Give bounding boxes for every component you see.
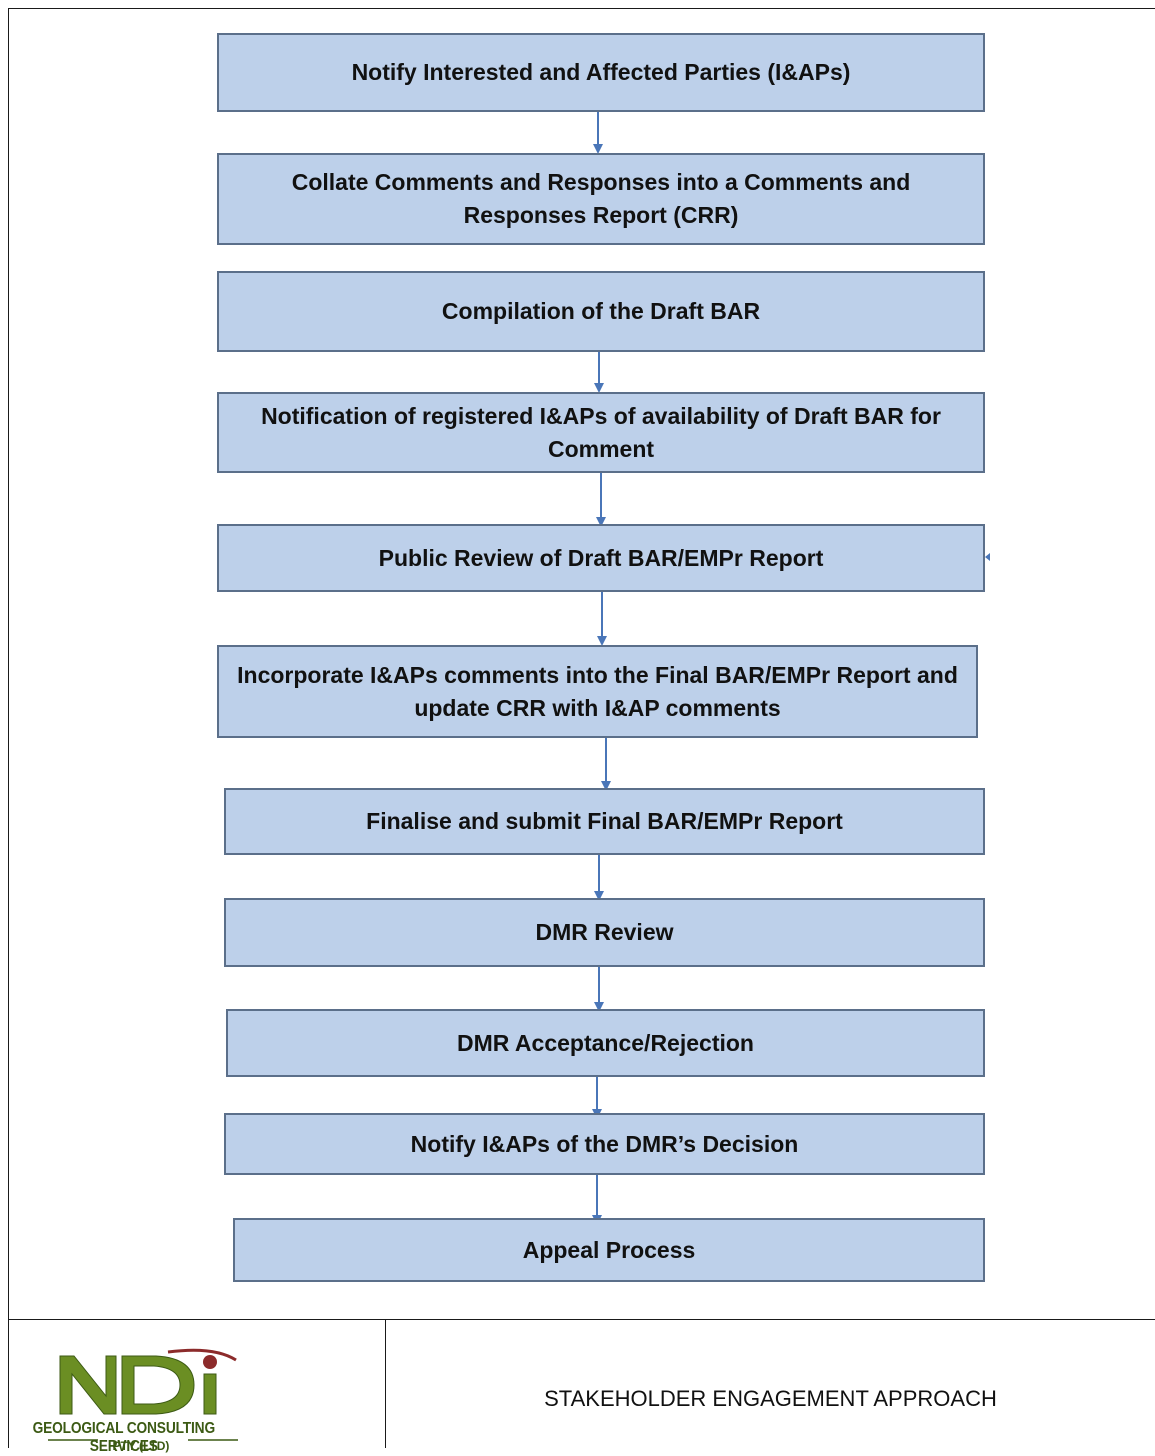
flow-connectors (592, 112, 990, 1225)
step-notify-decision: Notify I&APs of the DMR’s Decision (224, 1113, 985, 1175)
footer-top-rule (8, 1319, 1155, 1320)
step-label: Notification of registered I&APs of avai… (261, 402, 941, 462)
step-finalise-submit: Finalise and submit Final BAR/EMPr Repor… (224, 788, 985, 855)
page-frame (8, 8, 1155, 1448)
step-collate-comments: Collate Comments and Responses into a Co… (217, 153, 985, 245)
step-appeal-process: Appeal Process (233, 1218, 985, 1282)
footer-divider (385, 1319, 386, 1448)
step-label: Finalise and submit Final BAR/EMPr Repor… (366, 808, 843, 834)
step-label: Compilation of the Draft BAR (441, 298, 761, 324)
step-dmr-review: DMR Review (224, 898, 985, 967)
company-logo (48, 1348, 238, 1441)
step-label: Incorporate I&APs comments into the Fina… (237, 661, 958, 721)
step-label: Public Review of Draft BAR/EMPr Report (378, 544, 824, 571)
step-dmr-acceptance: DMR Acceptance/Rejection (226, 1009, 985, 1077)
step-label: Collate Comments and Responses into a Co… (291, 169, 911, 228)
logo-company-suffix: PTY (LTD) (112, 1439, 170, 1453)
step-compile-draft-bar: Compilation of the Draft BAR (217, 271, 985, 352)
step-label: Appeal Process (522, 1236, 696, 1263)
step-label: DMR Review (535, 919, 674, 945)
document-title: STAKEHOLDER ENGAGEMENT APPROACH (544, 1386, 997, 1411)
step-incorporate-comments: Incorporate I&APs comments into the Fina… (217, 645, 978, 738)
step-label: DMR Acceptance/Rejection (457, 1029, 754, 1056)
step-public-review: Public Review of Draft BAR/EMPr Report (217, 524, 985, 592)
step-label: Notify Interested and Affected Parties (… (351, 59, 851, 85)
step-notify-iaps: Notify Interested and Affected Parties (… (217, 33, 985, 112)
side-connector-stub (985, 553, 990, 561)
step-label: Notify I&APs of the DMR’s Decision (410, 1130, 799, 1157)
step-notify-registered-iaps: Notification of registered I&APs of avai… (217, 392, 985, 473)
